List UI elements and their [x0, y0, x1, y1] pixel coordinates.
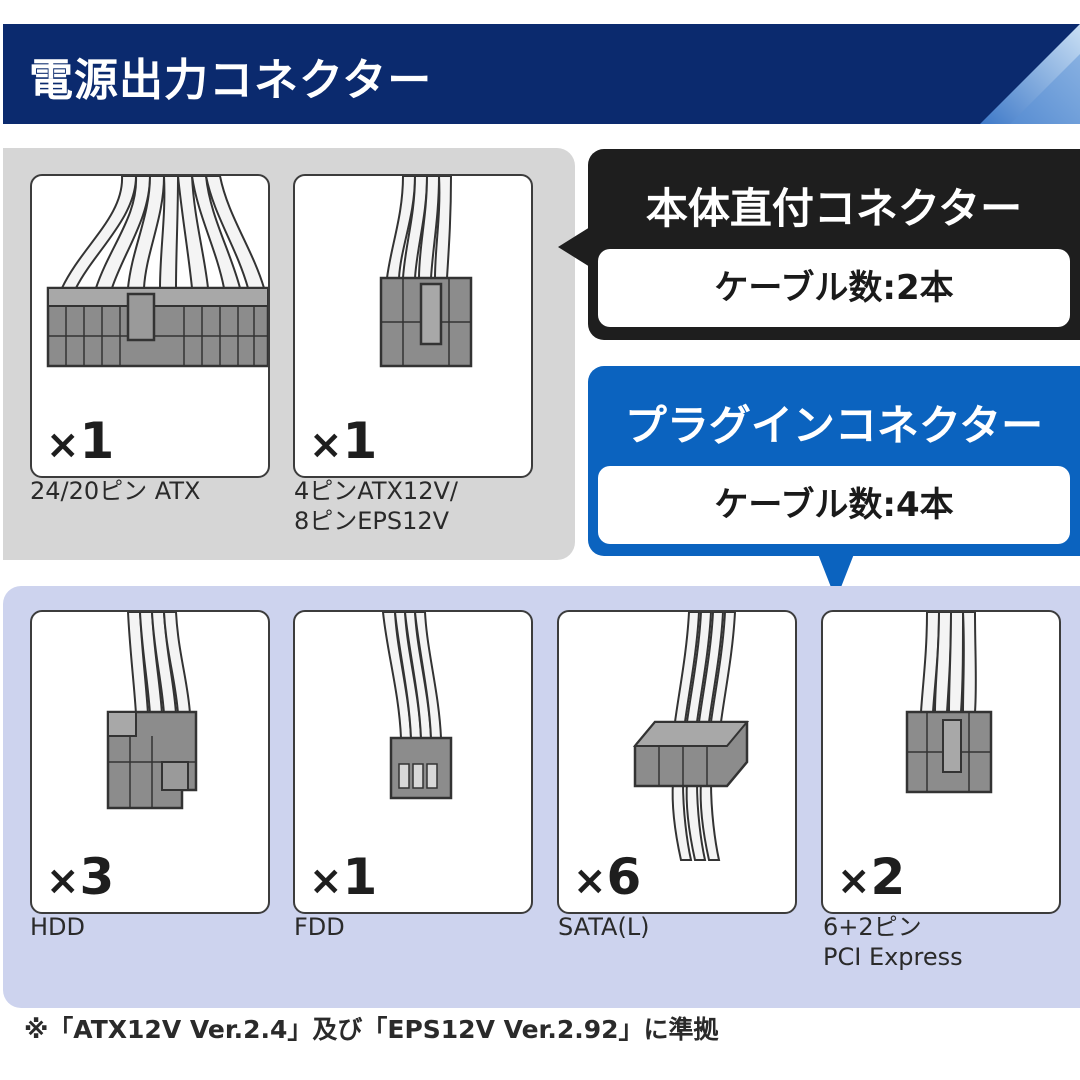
pcie-8pin-connector-icon: [905, 612, 993, 794]
atx-count: ×1: [46, 412, 115, 470]
header-corner-decoration: [980, 24, 1080, 124]
page-title: 電源出力コネクター: [29, 55, 433, 106]
connector-card-atx: ×1: [30, 174, 270, 478]
atx-24pin-connector-icon: [46, 176, 268, 368]
fixed-connector-callout: 本体直付コネクター ケーブル数:2本: [588, 149, 1080, 340]
fixed-cable-count: ケーブル数:2本: [598, 249, 1070, 327]
atx-label: 24/20ピン ATX: [30, 477, 201, 505]
connector-card-pcie: ×2: [821, 610, 1061, 914]
eps-label: 4ピンATX12V/ 8ピンEPS12V: [294, 477, 458, 535]
standards-footnote: ※「ATX12V Ver.2.4」及び「EPS12V Ver.2.92」に準拠: [24, 1015, 719, 1044]
page-header: 電源出力コネクター: [3, 24, 1080, 124]
pcie-label: 6+2ピン PCI Express: [823, 913, 963, 971]
hdd-molex-connector-icon: [106, 612, 198, 810]
connector-card-sata: ×6: [557, 610, 797, 914]
eps-8pin-connector-icon: [379, 176, 473, 368]
connector-card-fdd: ×1: [293, 610, 533, 914]
fdd-count: ×1: [309, 848, 378, 906]
fdd-label: FDD: [294, 913, 345, 941]
plugin-callout-title: プラグインコネクター: [624, 401, 1044, 450]
eps-count: ×1: [309, 412, 378, 470]
fixed-callout-pointer: [558, 227, 590, 267]
hdd-count: ×3: [46, 848, 115, 906]
connector-card-hdd: ×3: [30, 610, 270, 914]
sata-count: ×6: [573, 848, 642, 906]
plugin-connector-callout: プラグインコネクター ケーブル数:4本: [588, 366, 1080, 556]
fixed-callout-title: 本体直付コネクター: [645, 184, 1023, 233]
connector-card-eps: ×1: [293, 174, 533, 478]
sata-connector-icon: [632, 612, 750, 861]
sata-label: SATA(L): [558, 913, 650, 941]
plugin-cable-count: ケーブル数:4本: [598, 466, 1070, 544]
fdd-connector-icon: [381, 612, 453, 800]
pcie-count: ×2: [837, 848, 906, 906]
hdd-label: HDD: [30, 913, 86, 941]
